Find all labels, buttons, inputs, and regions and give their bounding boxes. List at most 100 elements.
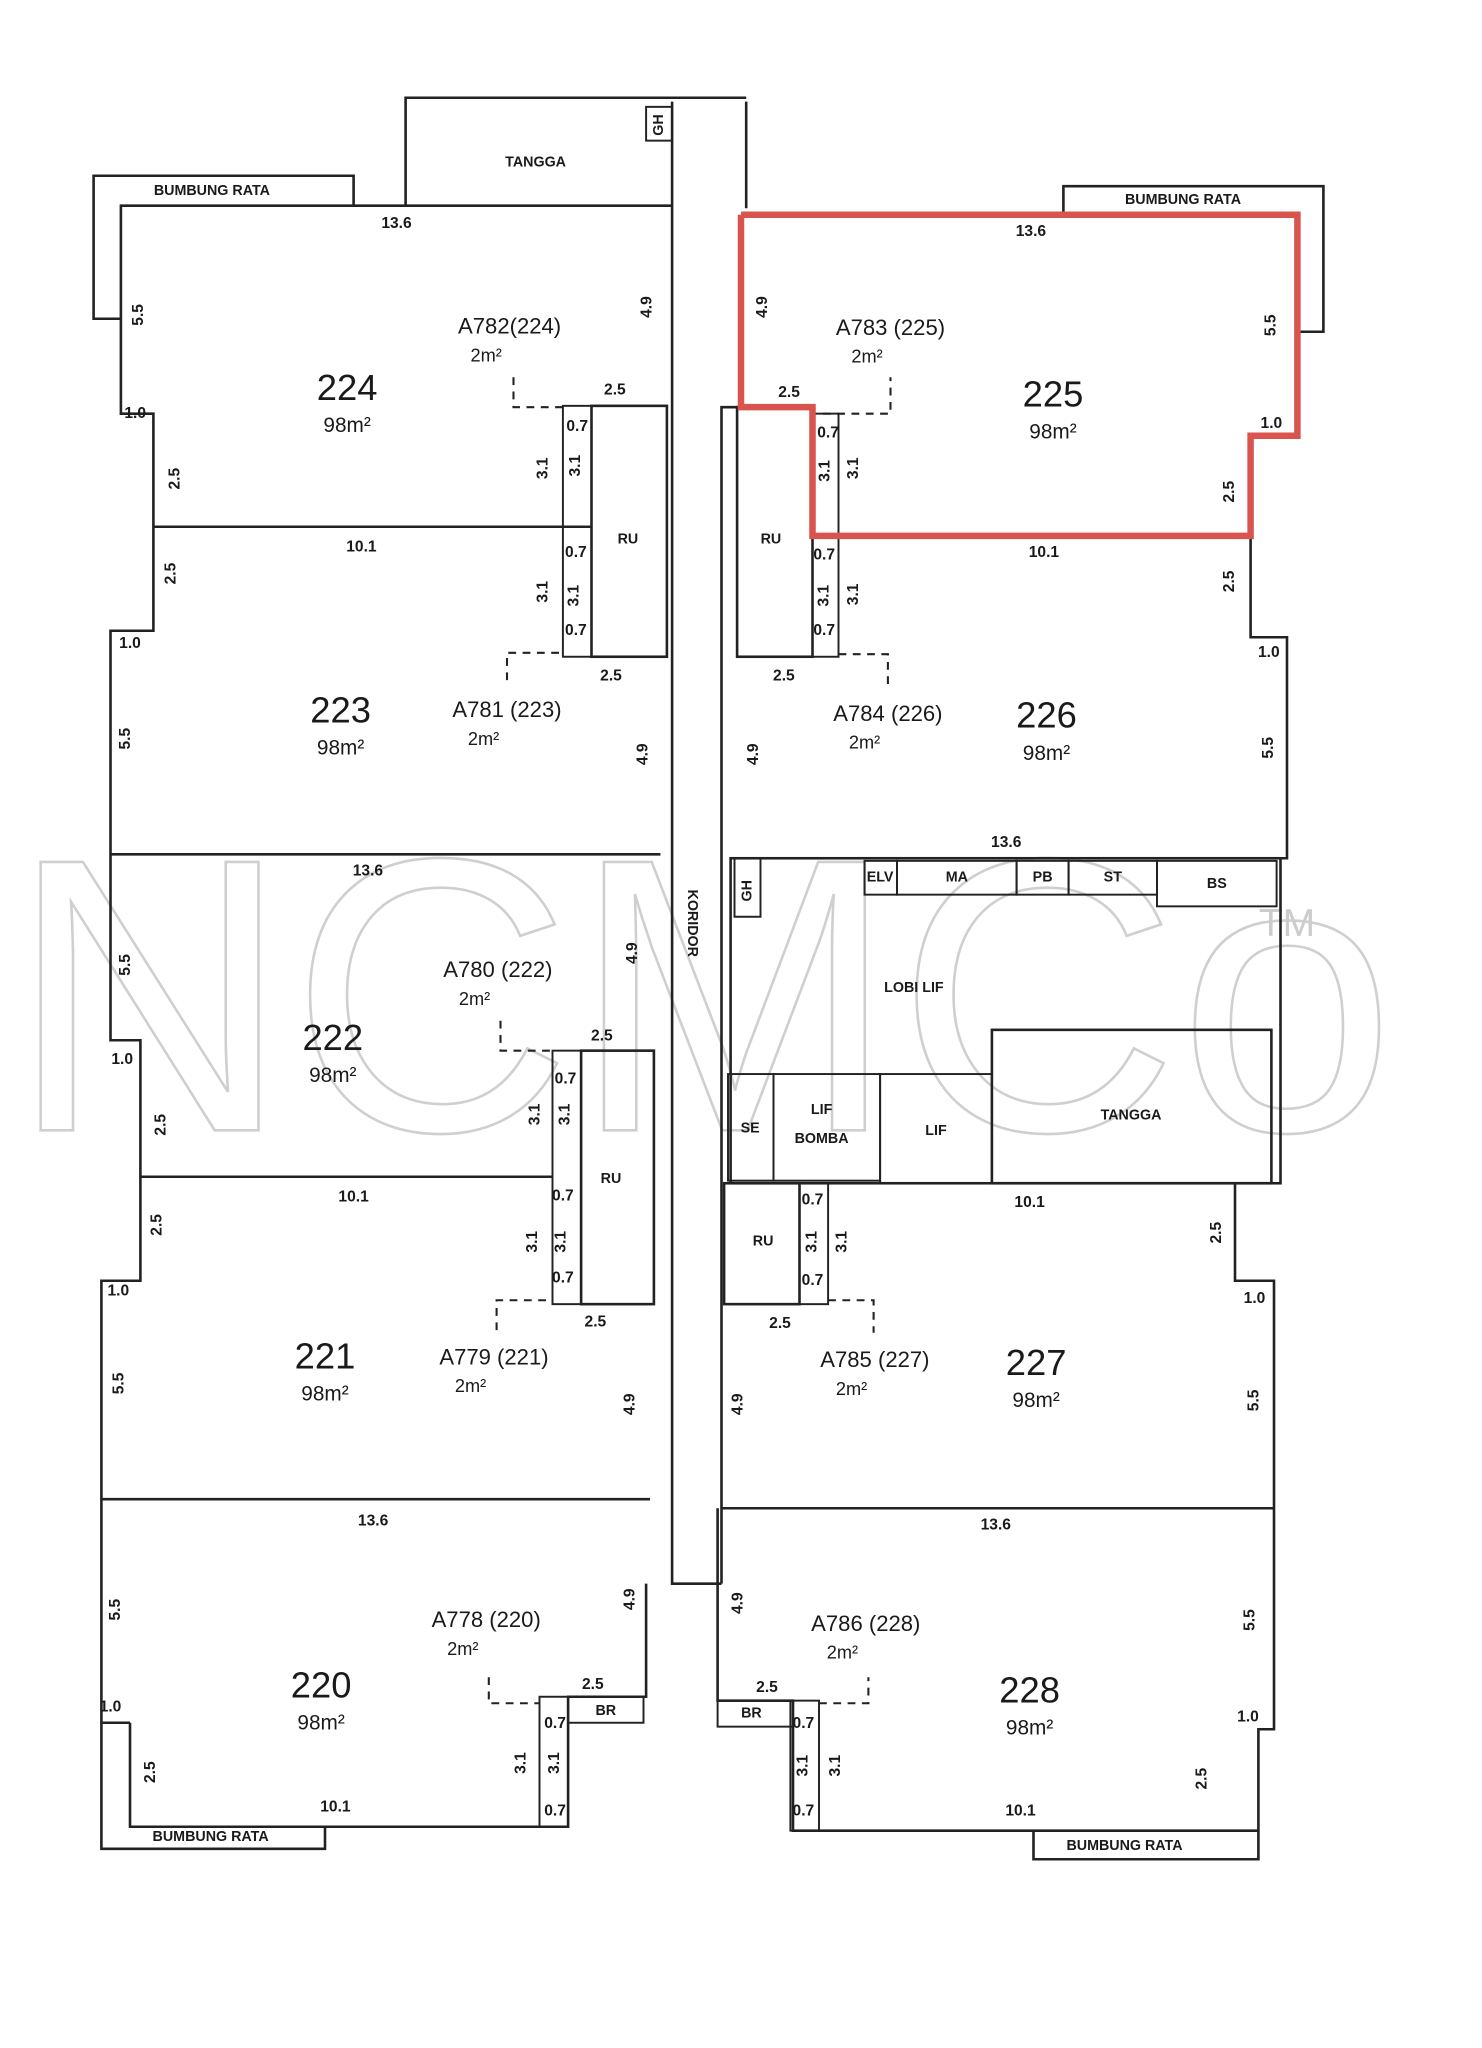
dimension-label: 2.5	[591, 1027, 613, 1044]
dimension-label: 3.1	[524, 1231, 541, 1253]
accessory-outlines	[487, 377, 892, 1705]
dimension-label: 1.0	[107, 1282, 129, 1299]
unit-number: 220	[291, 1664, 352, 1705]
dimension-label: 2.5	[142, 1761, 159, 1783]
wall-line	[1032, 1183, 1276, 1861]
unit-area: 98m²	[323, 414, 370, 437]
room-label: BS	[1207, 876, 1227, 892]
room-label: GH	[739, 880, 755, 901]
wall-line	[838, 653, 889, 687]
dimension-label: 3.1	[804, 1231, 821, 1253]
dimension-label: 0.7	[793, 1802, 815, 1819]
highlighted-unit-225-outline[interactable]	[737, 211, 1301, 540]
room-label: PB	[1033, 870, 1053, 886]
accessory-lot-id: A783 (225)	[836, 315, 945, 340]
dimension-label: 13.6	[981, 1516, 1012, 1533]
dimension-label: 1.0	[1258, 644, 1280, 661]
dimension-label: 3.1	[535, 457, 552, 479]
wall-line	[487, 1677, 540, 1705]
wall-line	[720, 405, 741, 1584]
dimension-label: 1.0	[100, 1698, 122, 1715]
accessory-lot-area: 2m²	[849, 733, 880, 753]
dimension-label: 13.6	[381, 215, 412, 232]
dimension-label: 2.5	[585, 1313, 607, 1330]
corridor-wall-left	[670, 101, 722, 1585]
wall-line	[733, 857, 762, 918]
dimension-label: 10.1	[338, 1189, 369, 1206]
unit-number: 228	[999, 1669, 1060, 1710]
dimension-label: 2.5	[604, 381, 626, 398]
wall-line	[561, 404, 593, 658]
dimension-label: 4.9	[730, 1592, 747, 1614]
unit-number: 225	[1023, 373, 1084, 414]
dimension-label: 0.7	[544, 1802, 566, 1819]
wall-line	[495, 1299, 553, 1331]
unit-area: 98m²	[309, 1064, 356, 1087]
room-label: RU	[761, 532, 782, 548]
dimension-label: 3.1	[827, 1754, 844, 1776]
dimension-label: 10.1	[1014, 1194, 1045, 1211]
wall-line	[499, 1020, 553, 1052]
dimension-label: 5.5	[1246, 1389, 1263, 1411]
dimension-label: 5.5	[1263, 314, 1280, 336]
dimension-label: 0.7	[566, 418, 588, 435]
dimension-label: 0.7	[802, 1191, 824, 1208]
watermark: NCMCo TM	[7, 776, 1396, 1215]
room-label: ST	[1104, 870, 1123, 886]
room-label: BOMBA	[795, 1131, 849, 1147]
accessory-lot-area: 2m²	[447, 1639, 478, 1659]
room-label: ELV	[867, 870, 894, 886]
dimension-label: 0.7	[552, 1269, 574, 1286]
dimension-label: 0.7	[565, 622, 587, 639]
room-label: MA	[946, 870, 968, 886]
accessory-lot-id: A780 (222)	[443, 957, 552, 982]
room-label: BR	[741, 1705, 762, 1721]
unit-area: 98m²	[1012, 1389, 1059, 1412]
watermark-tm: TM	[1259, 902, 1315, 945]
dimension-label: 10.1	[1005, 1802, 1036, 1819]
wall-line	[100, 204, 673, 1851]
dimension-label: 4.9	[622, 1393, 639, 1415]
dimension-label: 13.6	[358, 1512, 389, 1529]
dimension-label: 1.0	[111, 1051, 133, 1068]
accessory-lot-id: A786 (228)	[811, 1611, 920, 1636]
dimension-label: 4.9	[730, 1393, 747, 1415]
room-label: BR	[595, 1703, 616, 1719]
unit-area: 98m²	[317, 737, 364, 760]
wall-line	[798, 1182, 830, 1306]
room-label: LIF	[925, 1123, 947, 1139]
accessory-lot-id: A784 (226)	[833, 701, 942, 726]
dimension-label: 1.0	[1237, 1709, 1259, 1726]
dimension-label: 3.1	[557, 1103, 574, 1125]
dimension-label: 5.5	[130, 304, 147, 326]
room-label: BUMBUNG RATA	[154, 183, 270, 199]
dimension-label: 3.1	[527, 1103, 544, 1125]
unit-area: 98m²	[297, 1712, 344, 1735]
gh-box	[645, 105, 674, 142]
unit-number: 221	[295, 1335, 356, 1376]
wall-line	[1156, 859, 1278, 908]
room-label: TANGGA	[505, 155, 566, 171]
room-label: RU	[618, 532, 639, 548]
dimension-label: 3.1	[512, 1752, 529, 1774]
dimension-label: 0.7	[802, 1272, 824, 1289]
dimension-label: 10.1	[320, 1798, 351, 1815]
dimension-label: 2.5	[1194, 1767, 1211, 1789]
accessory-lot-area: 2m²	[468, 729, 499, 749]
unit-number: 226	[1016, 694, 1077, 735]
wall-line	[822, 377, 892, 415]
room-label: BUMBUNG RATA	[153, 1829, 269, 1845]
accessory-lot-area: 2m²	[836, 1379, 867, 1399]
dimension-label: 0.7	[552, 1187, 574, 1204]
unit-number: 223	[310, 689, 371, 730]
dimension-label: 2.5	[163, 562, 180, 584]
stair-box	[404, 96, 747, 206]
room-label: BUMBUNG RATA	[1066, 1838, 1182, 1854]
dimension-label: 3.1	[553, 1231, 570, 1253]
dimension-label: 2.5	[778, 384, 800, 401]
dimension-label: 0.7	[555, 1070, 577, 1087]
accessory-lot-id: A782(224)	[458, 314, 561, 339]
dimension-label: 0.7	[565, 544, 587, 561]
dimension-label: 5.5	[111, 1372, 128, 1394]
